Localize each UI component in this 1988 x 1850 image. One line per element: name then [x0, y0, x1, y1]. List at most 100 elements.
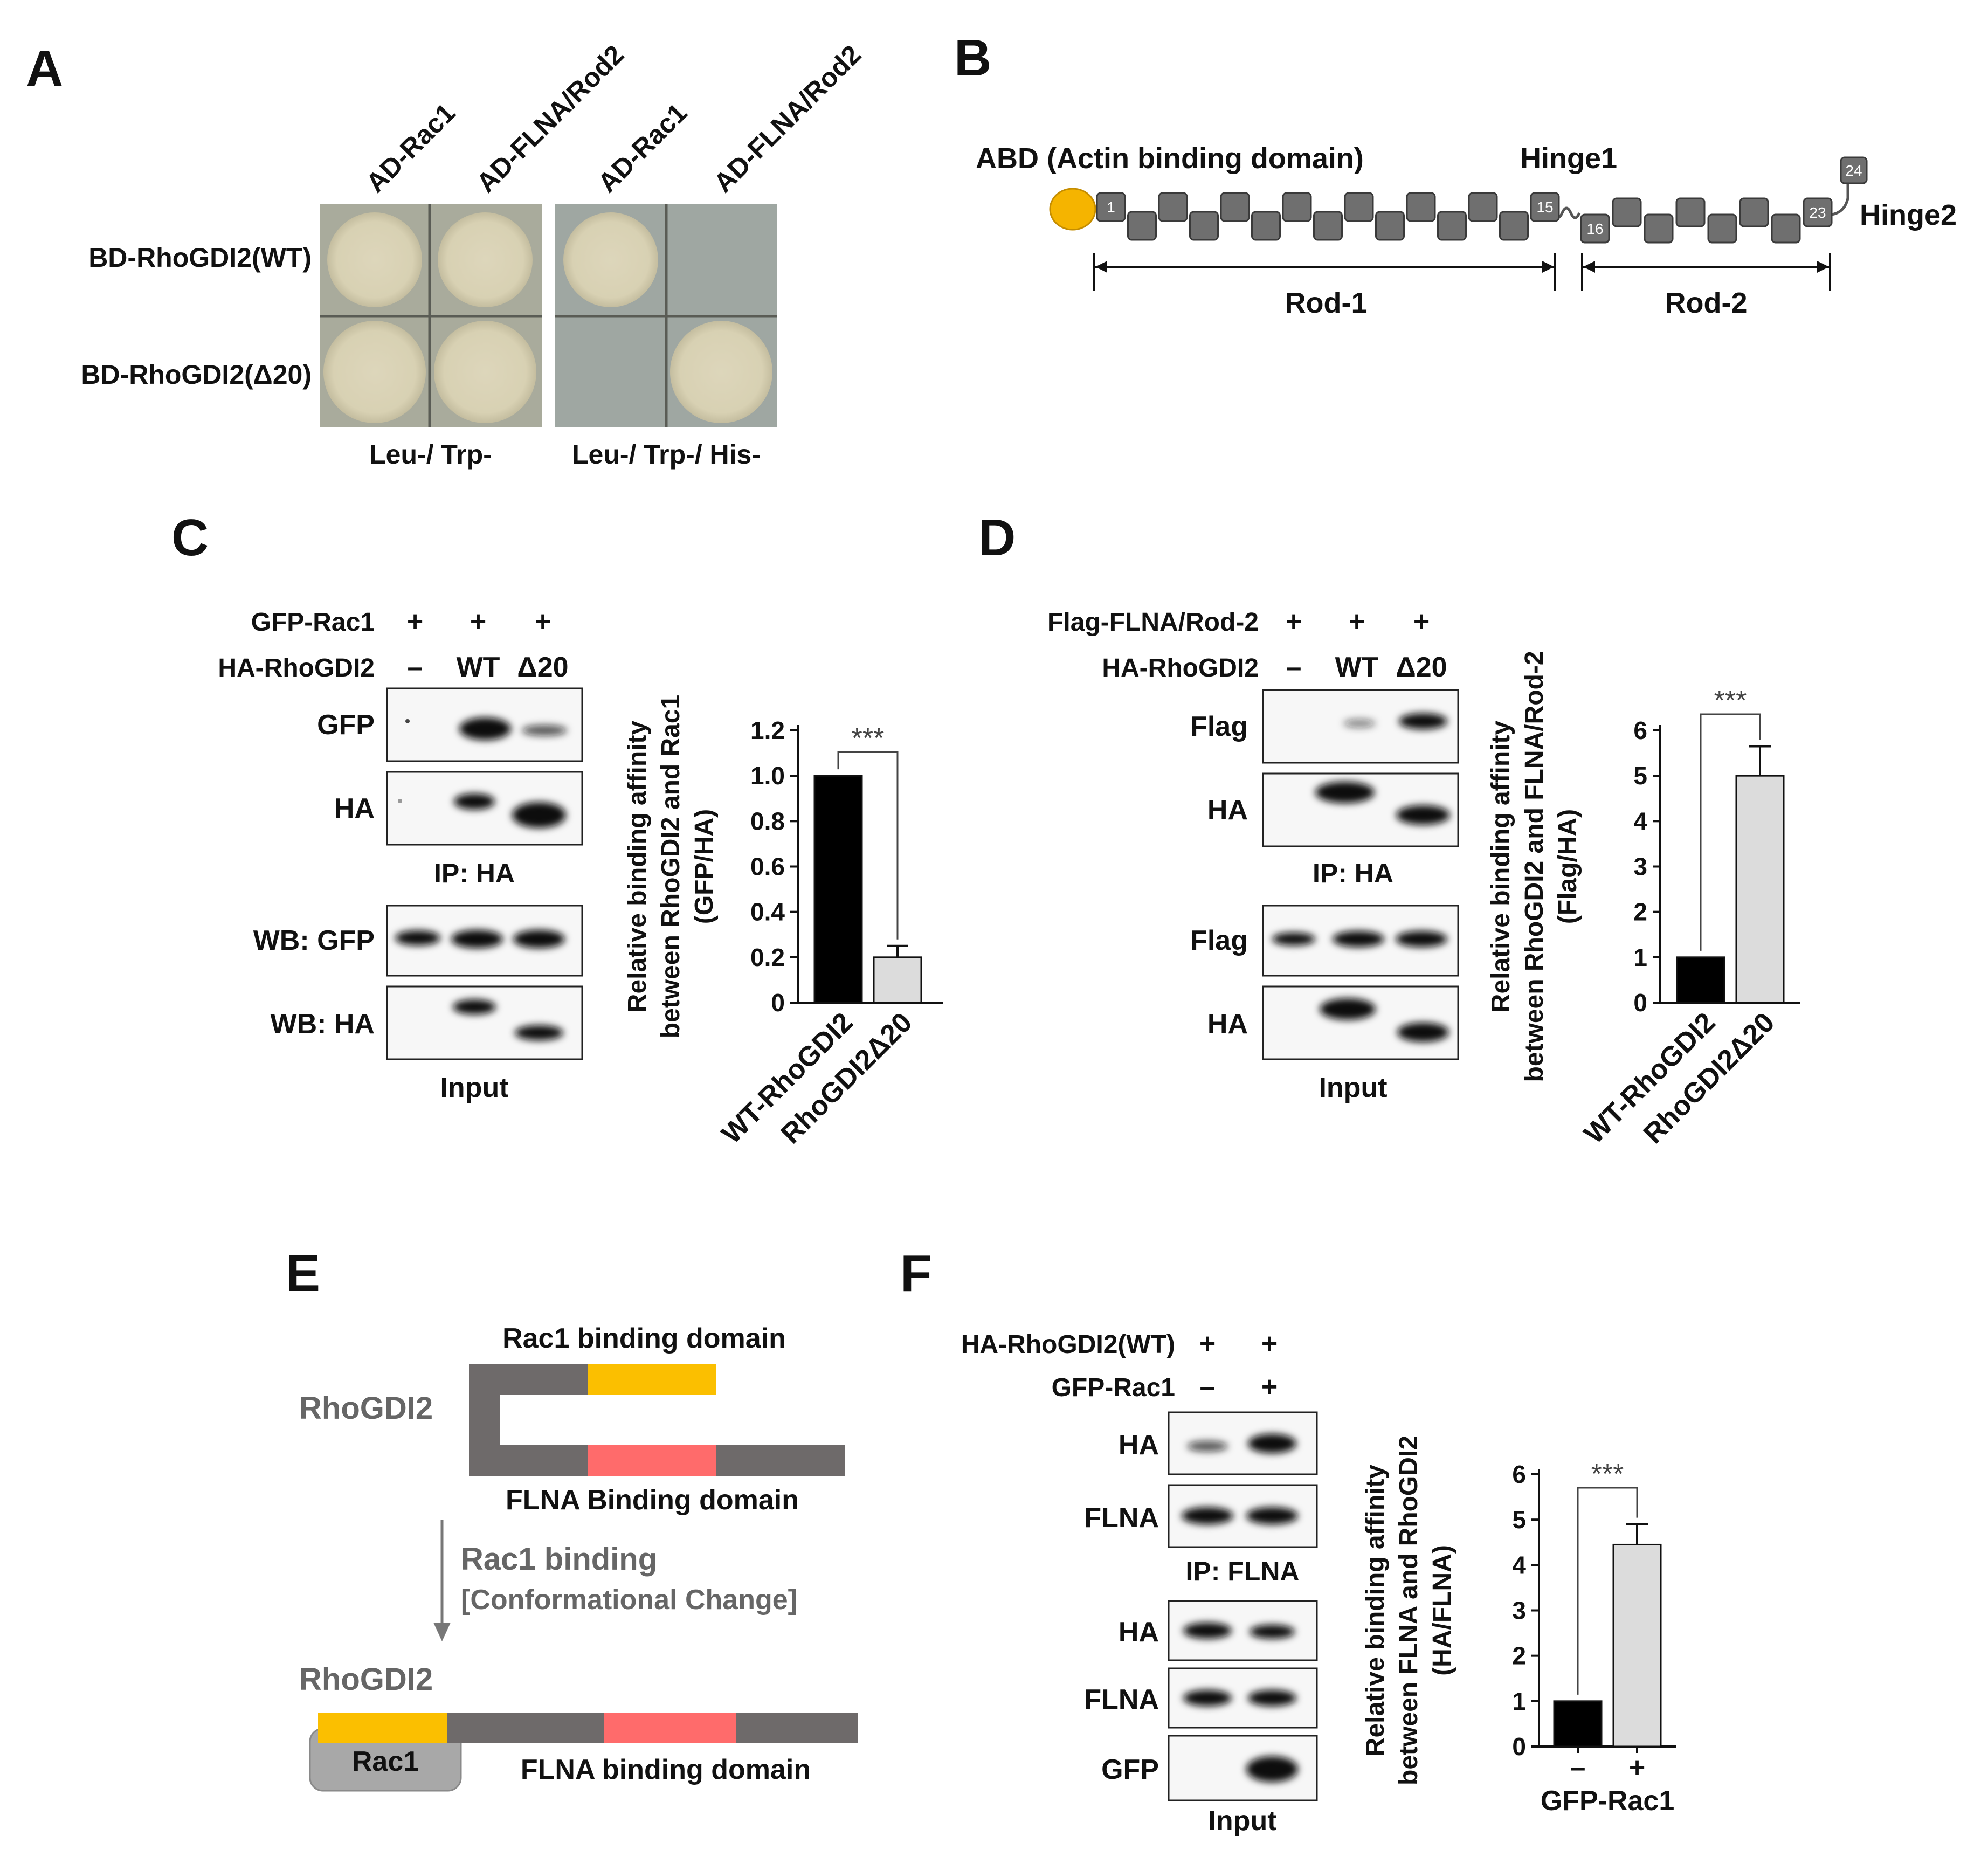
filamin-repeat [1803, 197, 1833, 227]
yeast-colony [563, 212, 658, 307]
rod1-label: Rod-1 [1285, 287, 1368, 319]
repeat-number: 23 [1809, 204, 1826, 221]
panel-label-c: C [171, 509, 209, 567]
y-tick-label: 1 [1633, 943, 1647, 971]
filamin-repeat [1468, 192, 1498, 222]
rod2-bracket: Rod-2 [1581, 253, 1831, 319]
rac1-binding-domain [318, 1713, 447, 1743]
rhogdi2-open [309, 1713, 858, 1792]
y-axis-label: (GFP/HA) [690, 809, 719, 924]
ip-label: IP: FLNA [1185, 1556, 1299, 1586]
y-tick-label: 6 [1633, 716, 1647, 744]
yeast-colony [434, 321, 536, 423]
filamin-repeat [1096, 192, 1126, 222]
y-axis-label: Relative binding affinity [1361, 1465, 1390, 1757]
flna-domain-label: FLNA Binding domain [506, 1485, 799, 1516]
y-axis-label: between RhoGDI2 and FLNA/Rod-2 [1520, 651, 1549, 1082]
lane-marker: WT [1335, 652, 1379, 683]
y-tick-label: 1.2 [750, 716, 785, 744]
y-tick-label: 6 [1512, 1460, 1526, 1488]
significance-label: *** [1714, 685, 1747, 716]
significance-bracket [837, 751, 899, 940]
arrow-label: Rac1 binding [461, 1542, 657, 1577]
condition-label: GFP-Rac1 [251, 608, 375, 637]
filamin-repeat [1707, 213, 1737, 244]
significance-bracket [1577, 1487, 1638, 1695]
conformational-arrow [433, 1520, 451, 1641]
filamin-repeat [1344, 192, 1374, 222]
filamin-repeat [1580, 213, 1610, 244]
western-blots-f [1168, 1411, 1318, 1801]
panel-label-e: E [286, 1245, 320, 1302]
abd-label: ABD (Actin binding domain) [976, 142, 1364, 175]
filamin-repeat [1530, 192, 1560, 222]
bar [813, 775, 863, 1004]
rac1-domain-label: Rac1 binding domain [502, 1323, 786, 1354]
x-category-label: + [1629, 1752, 1645, 1783]
blot-label: HA [334, 793, 375, 824]
backbone-segment [736, 1713, 858, 1743]
filamin-repeat [1189, 211, 1219, 241]
rod1-bracket: Rod-1 [1093, 253, 1556, 319]
condition-label: HA-RhoGDI2(WT) [961, 1330, 1175, 1359]
panel-f: F HA-RhoGDI2(WT) GFP-Rac1 + + – + [900, 1245, 1318, 1837]
bar [1553, 1700, 1603, 1748]
y-tick-label: 0.8 [750, 807, 785, 835]
hinge1-label: Hinge1 [1520, 142, 1617, 175]
y-tick-label: 0.2 [750, 943, 785, 971]
western-blots-c [386, 687, 583, 1060]
blot-label: FLNA [1084, 1684, 1159, 1715]
panel-e: E Rac1 binding domain RhoGDI2 FLNA Bindi… [286, 1245, 858, 1792]
flna-binding-domain [604, 1713, 736, 1743]
yeast-colony [438, 212, 533, 307]
bar [1612, 1543, 1662, 1748]
ip-label: IP: HA [434, 858, 515, 888]
panel-c: C GFP-Rac1 HA-RhoGDI2 + + + – WT Δ20 [171, 509, 583, 1103]
condition-label: HA-RhoGDI2 [218, 654, 375, 682]
y-tick-label: 2 [1512, 1642, 1526, 1670]
panel-label-b: B [954, 29, 991, 87]
y-tick-label: 2 [1633, 898, 1647, 926]
lane-marker: – [1200, 1371, 1216, 1403]
blot-label: WB: GFP [253, 925, 375, 956]
filamin-repeat [1840, 156, 1868, 184]
lane-marker: + [1261, 1371, 1278, 1403]
yeast-colony [323, 321, 426, 423]
repeat-number: 15 [1536, 199, 1553, 216]
repeat-number: 24 [1845, 162, 1862, 179]
yeast-colony [327, 212, 422, 307]
x-axis-label: GFP-Rac1 [1541, 1785, 1675, 1817]
blot-label: GFP [317, 709, 375, 741]
repeat-number: 1 [1107, 199, 1115, 216]
flna-domain-label: FLNA binding domain [521, 1754, 811, 1785]
y-axis-label: (Flag/HA) [1554, 809, 1582, 924]
panel-b: B ABD (Actin binding domain) Hinge1 Hing… [954, 29, 1957, 319]
column-label: AD-FLNA/Rod2 [708, 39, 867, 198]
lane-marker: + [535, 606, 551, 637]
medium-label: Leu-/ Trp- [369, 439, 492, 470]
bar [873, 956, 922, 1004]
panel-a-column-labels: AD-Rac1 AD-FLNA/Rod2 AD-Rac1 AD-FLNA/Rod… [360, 39, 867, 198]
blot-label: GFP [1101, 1754, 1159, 1785]
lane-marker: Δ20 [517, 652, 568, 683]
rhogdi2-folded [469, 1364, 845, 1476]
blot-label: FLNA [1084, 1502, 1159, 1534]
y-tick-label: 5 [1512, 1506, 1526, 1534]
y-tick-label: 0 [1512, 1732, 1526, 1761]
filamin-repeat [1220, 192, 1250, 222]
y-tick-label: 3 [1512, 1597, 1526, 1625]
y-tick-label: 1 [1512, 1687, 1526, 1715]
filamin-repeat [1375, 211, 1405, 241]
y-tick-label: 0.6 [750, 853, 785, 881]
lane-marker: + [1413, 606, 1430, 637]
y-axis-label: between RhoGDI2 and Rac1 [657, 695, 685, 1038]
column-label: AD-Rac1 [360, 98, 461, 198]
blot-label: HA [1119, 1617, 1159, 1648]
filamin-repeat [1771, 213, 1801, 244]
filamin-repeat [1437, 211, 1467, 241]
y-tick-label: 0 [771, 989, 785, 1017]
